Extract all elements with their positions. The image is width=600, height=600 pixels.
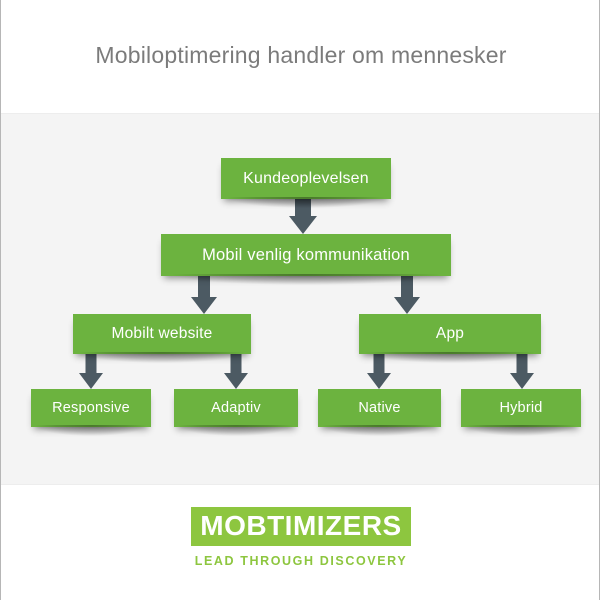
arrow-website-to-responsive bbox=[79, 354, 103, 389]
node-app[interactable]: App bbox=[359, 314, 541, 363]
arrow-app-to-hybrid bbox=[510, 354, 534, 389]
node-native[interactable]: Native bbox=[318, 389, 441, 436]
footer-band: MOBTIMIZERS LEAD THROUGH DISCOVERY bbox=[1, 485, 599, 600]
arrow-mobil-to-app bbox=[394, 276, 420, 314]
arrow-shaft bbox=[295, 198, 311, 218]
arrow-head bbox=[191, 297, 217, 314]
header-band: Mobiloptimering handler om mennesker bbox=[1, 0, 599, 113]
arrow-shaft bbox=[516, 354, 528, 374]
arrow-head bbox=[367, 373, 391, 389]
arrow-shaft bbox=[198, 276, 210, 298]
brand-logo[interactable]: MOBTIMIZERS LEAD THROUGH DISCOVERY bbox=[1, 507, 599, 568]
arrow-head bbox=[510, 373, 534, 389]
node-responsive[interactable]: Responsive bbox=[31, 389, 151, 436]
node-hybrid[interactable]: Hybrid bbox=[461, 389, 581, 436]
arrow-mobil-to-website bbox=[191, 276, 217, 314]
node-mobil-venlig-kommunikation[interactable]: Mobil venlig kommunikation bbox=[161, 234, 451, 285]
arrow-shaft bbox=[373, 354, 385, 374]
arrow-shaft bbox=[230, 354, 242, 374]
arrow-head bbox=[224, 373, 248, 389]
node-mobilt-website[interactable]: Mobilt website bbox=[73, 314, 251, 363]
logo-tagline: LEAD THROUGH DISCOVERY bbox=[194, 554, 408, 568]
arrow-app-to-native bbox=[367, 354, 391, 389]
page-title: Mobiloptimering handler om mennesker bbox=[95, 42, 507, 68]
node-adaptiv[interactable]: Adaptiv bbox=[174, 389, 298, 436]
arrow-shaft bbox=[85, 354, 97, 374]
arrow-website-to-adaptiv bbox=[224, 354, 248, 389]
diagram-stage: Kundeoplevelsen Mobil venlig kommunikati… bbox=[1, 113, 599, 485]
arrow-kunde-to-mobil bbox=[289, 198, 317, 234]
node-kundeoplevelsen[interactable]: Kundeoplevelsen bbox=[221, 158, 391, 208]
arrow-head bbox=[289, 216, 317, 234]
arrow-head bbox=[394, 297, 420, 314]
logo-wordmark: MOBTIMIZERS bbox=[191, 507, 411, 546]
arrow-head bbox=[79, 373, 103, 389]
arrow-shaft bbox=[401, 276, 413, 298]
